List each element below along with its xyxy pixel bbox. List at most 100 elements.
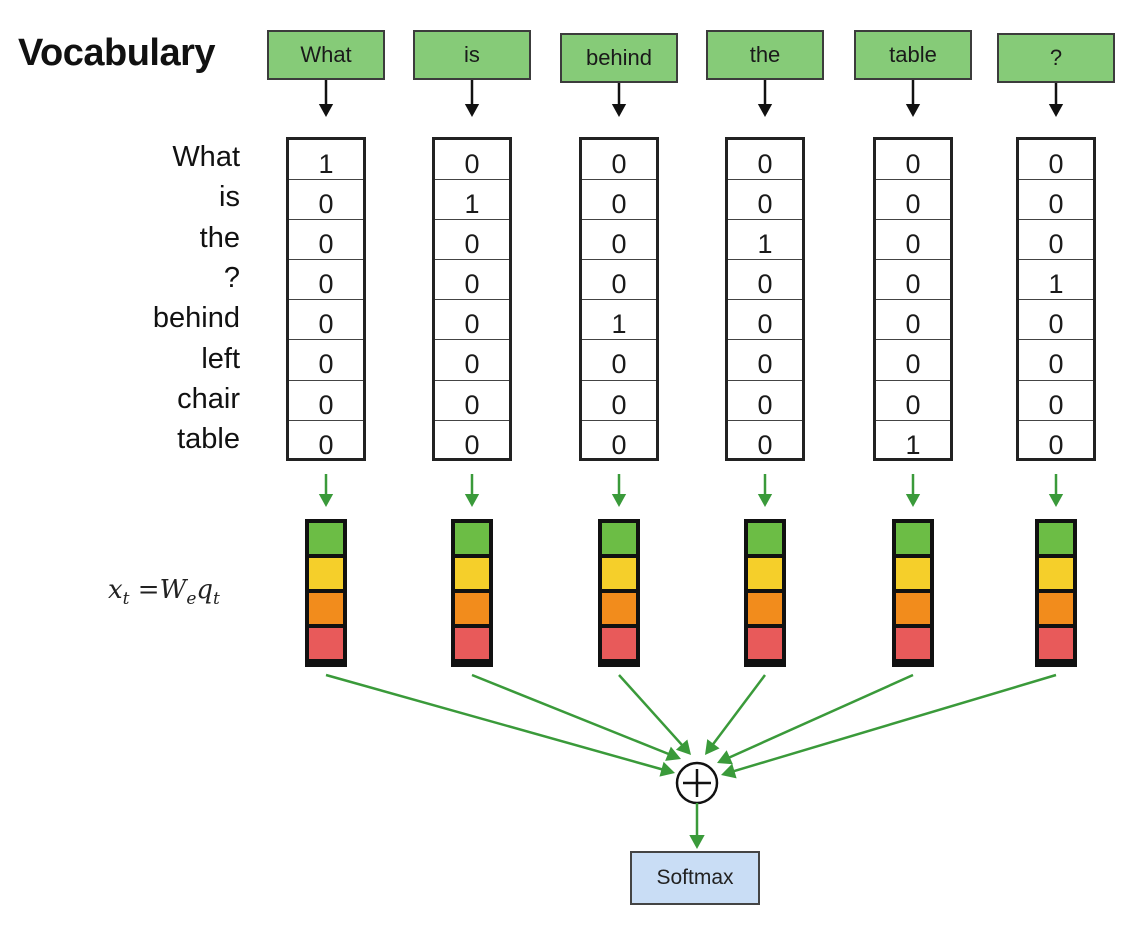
green-arrow-head bbox=[905, 494, 921, 507]
one-hot-cell: 0 bbox=[289, 381, 363, 421]
black-arrow-head bbox=[905, 104, 921, 117]
question-word-box: the bbox=[706, 30, 824, 80]
one-hot-cell: 0 bbox=[757, 429, 773, 460]
embedding-cell bbox=[748, 523, 782, 554]
embedding-vector bbox=[1035, 519, 1077, 667]
question-word-label: is bbox=[464, 42, 480, 67]
one-hot-cell: 0 bbox=[1019, 300, 1093, 341]
one-hot-cell: 0 bbox=[582, 220, 656, 261]
question-word-box: What bbox=[267, 30, 385, 80]
one-hot-cell: 0 bbox=[582, 340, 656, 381]
black-arrow-head bbox=[757, 104, 773, 117]
embedding-cell bbox=[896, 558, 930, 589]
one-hot-cell: 0 bbox=[1019, 381, 1093, 421]
softmax-label: Softmax bbox=[656, 866, 734, 889]
formula-q: q bbox=[196, 575, 214, 605]
embedding-formula: xt =Weqt bbox=[108, 575, 220, 609]
vocabulary-word-label: is bbox=[219, 181, 240, 214]
embedding-cell bbox=[896, 523, 930, 554]
one-hot-cell: 1 bbox=[728, 220, 802, 261]
one-hot-cell: 0 bbox=[876, 340, 950, 381]
one-hot-cell: 0 bbox=[876, 140, 950, 181]
formula-equals: = bbox=[137, 575, 160, 605]
one-hot-cell: 0 bbox=[582, 140, 656, 181]
one-hot-cell: 1 bbox=[289, 140, 363, 181]
one-hot-cell: 0 bbox=[582, 180, 656, 221]
vocabulary-word-label: behind bbox=[152, 302, 240, 335]
embedding-cell bbox=[309, 523, 343, 554]
embedding-cell bbox=[896, 628, 930, 659]
question-word-label: What bbox=[300, 42, 352, 67]
one-hot-cell: 0 bbox=[876, 220, 950, 261]
one-hot-cell: 0 bbox=[728, 260, 802, 301]
vocabulary-word-label: chair bbox=[177, 382, 240, 415]
one-hot-cell: 0 bbox=[289, 220, 363, 261]
green-arrow-head bbox=[757, 494, 773, 507]
embedding-cell bbox=[602, 593, 636, 624]
one-hot-cell: 0 bbox=[582, 381, 656, 421]
one-hot-cell: 0 bbox=[728, 140, 802, 181]
green-converging-arrow-head bbox=[721, 763, 737, 779]
green-converging-arrow-shaft bbox=[727, 673, 914, 760]
embedding-cell bbox=[748, 558, 782, 589]
one-hot-cell: 0 bbox=[728, 180, 802, 221]
one-hot-cell: 1 bbox=[905, 429, 921, 460]
embedding-cell bbox=[455, 628, 489, 659]
embedding-vector bbox=[305, 519, 347, 667]
one-hot-cell: 0 bbox=[728, 300, 802, 341]
green-converging-arrow-shaft bbox=[618, 674, 684, 747]
formula-W-subscript: e bbox=[186, 589, 197, 610]
green-converging-arrow-head bbox=[675, 739, 691, 755]
formula-x: x bbox=[108, 575, 123, 605]
embedding-cell bbox=[602, 558, 636, 589]
question-word-label: the bbox=[749, 42, 781, 67]
one-hot-cell: 0 bbox=[876, 260, 950, 301]
one-hot-cell: 0 bbox=[876, 300, 950, 341]
formula-q-subscript: t bbox=[213, 589, 220, 610]
embedding-vector bbox=[744, 519, 786, 667]
one-hot-cell: 1 bbox=[582, 300, 656, 341]
question-word-box: is bbox=[413, 30, 531, 80]
one-hot-cell: 0 bbox=[728, 340, 802, 381]
one-hot-cell: 1 bbox=[435, 180, 509, 221]
black-arrow-head bbox=[318, 104, 334, 117]
green-converging-arrow-shaft bbox=[711, 674, 767, 747]
green-converging-arrow-shaft bbox=[325, 673, 664, 771]
green-converging-arrow-head bbox=[705, 739, 720, 755]
softmax-box: Softmax bbox=[630, 851, 760, 905]
embedding-cell bbox=[455, 523, 489, 554]
one-hot-cell: 0 bbox=[1019, 180, 1093, 221]
embedding-cell bbox=[896, 593, 930, 624]
one-hot-cell: 0 bbox=[1019, 140, 1093, 181]
question-word-box: behind bbox=[560, 33, 678, 83]
embedding-cell bbox=[1039, 523, 1073, 554]
one-hot-cell: 0 bbox=[289, 180, 363, 221]
green-converging-arrow-shaft bbox=[471, 673, 671, 756]
one-hot-cell: 0 bbox=[435, 140, 509, 181]
question-word-label: table bbox=[889, 42, 937, 67]
one-hot-cell: 0 bbox=[435, 260, 509, 301]
one-hot-cell: 0 bbox=[611, 429, 627, 460]
embedding-cell bbox=[602, 628, 636, 659]
one-hot-cell: 0 bbox=[289, 340, 363, 381]
vocabulary-word-label: the bbox=[199, 221, 240, 254]
one-hot-cell: 0 bbox=[876, 180, 950, 221]
embedding-cell bbox=[455, 558, 489, 589]
one-hot-cell: 0 bbox=[318, 429, 334, 460]
one-hot-cell: 0 bbox=[1048, 429, 1064, 460]
green-arrow-head bbox=[464, 494, 480, 507]
embedding-cell bbox=[748, 593, 782, 624]
question-word-box: table bbox=[854, 30, 972, 80]
green-arrow-head bbox=[1048, 494, 1064, 507]
vocabulary-word-label: What bbox=[172, 141, 240, 173]
question-word-box: ? bbox=[997, 33, 1115, 83]
embedding-cell bbox=[1039, 593, 1073, 624]
one-hot-cell: 1 bbox=[1019, 260, 1093, 301]
black-arrow-head bbox=[464, 104, 480, 117]
